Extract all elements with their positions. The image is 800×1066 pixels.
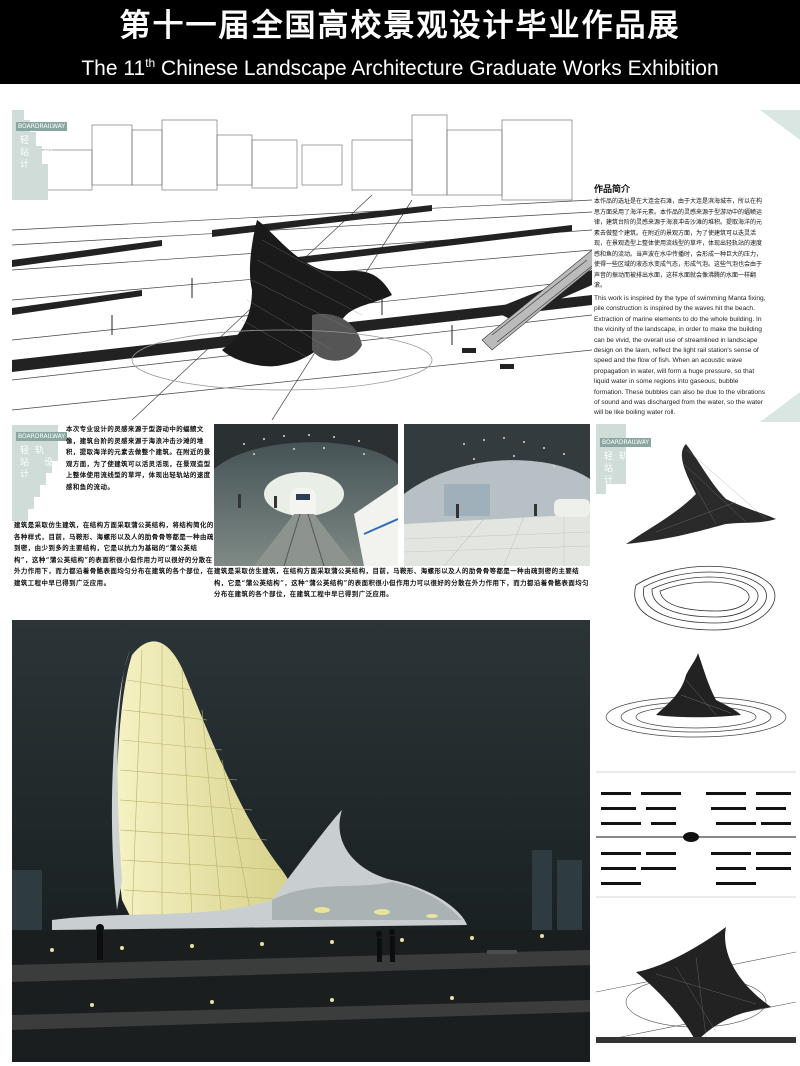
manta-ray-wireframe: [222, 220, 392, 367]
wireframe-perspective-render: [12, 110, 592, 420]
body-paragraph-1: 本次专业设计的灵感来源于型游动中的蝠鲼文像，建筑台阶的灵感来源于海浪冲击沙滩的堆…: [66, 425, 211, 491]
section-tag-middle: BOARDRAILWAY 轻轨站 设计: [16, 432, 68, 480]
stair-graphic-middle: [12, 425, 72, 525]
section-tag-right: BOARDRAILWAY 轻轨站 设计: [600, 438, 652, 486]
section-tag-label: 轻轨站 设计: [20, 136, 59, 170]
body-paragraph-2: 建筑是采取仿生建筑，在结构方面采取蒲公英结构，将结构简化的各种样式，目前，马鞍形…: [14, 521, 214, 587]
corner-triangle-decoration: [760, 110, 800, 140]
intro-title: 作品简介: [594, 185, 631, 195]
header-banner: 第十一届全国高校景观设计毕业作品展 The 11th Chinese Lands…: [0, 0, 800, 84]
banner-title-cn: 第十一届全国高校景观设计毕业作品展: [119, 8, 681, 44]
manta-model-on-base: [596, 645, 796, 750]
body-paragraph-3: 建筑是采取仿生建筑，在结构方面采取蒲公英结构，目前，马鞍形、海螺形以及人的肋骨骨…: [214, 567, 590, 599]
wireframe-drawing: [12, 110, 592, 420]
manta-aerial-wireframe: [596, 912, 796, 1062]
section-tag-small-label: BOARDRAILWAY: [16, 122, 68, 131]
site-plan-drawing: [596, 752, 796, 910]
corner-triangle-decoration-2: [760, 392, 800, 422]
night-exterior-render: [12, 620, 590, 1062]
interior-hall-render: [404, 424, 590, 566]
interior-platform-render: [214, 424, 398, 566]
banner-title-en: The 11th Chinese Landscape Architecture …: [81, 56, 719, 80]
intro-text-cn: 本作品的选址是在大连金石滩，由于大连是滨海城市，所以在构思方面采用了海洋元素。本…: [594, 198, 763, 289]
contour-lines-drawing: [596, 555, 796, 645]
intro-text-en: This work is inspired by the type of swi…: [594, 295, 766, 417]
stair-graphic-top: [12, 110, 52, 204]
section-tag-top: BOARDRAILWAY 轻轨站 设计: [12, 118, 68, 170]
